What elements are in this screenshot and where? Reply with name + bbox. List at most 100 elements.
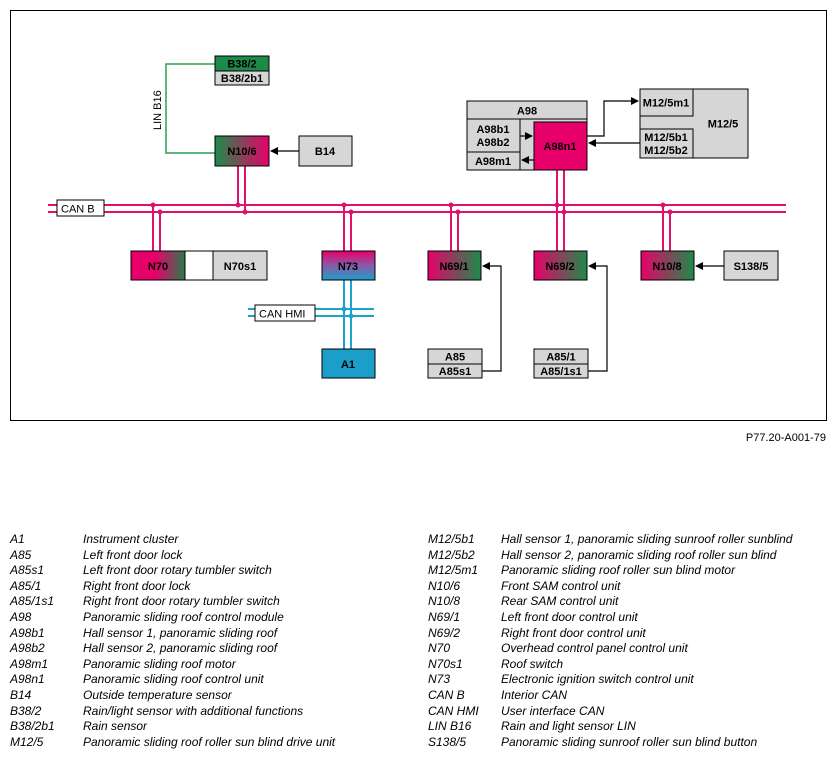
- legend-code: A98b2: [10, 641, 45, 656]
- b14-box: [298, 135, 353, 167]
- a98-label: A98: [517, 106, 537, 118]
- legend-description: Overhead control panel control unit: [501, 641, 688, 656]
- legend-description: Rain sensor: [83, 719, 148, 734]
- legend-code: LIN B16: [428, 719, 472, 734]
- legend-code: M12/5m1: [428, 563, 479, 578]
- legend-code: B14: [10, 687, 32, 702]
- n70s1-box: [212, 250, 268, 281]
- figure-reference-code: P77.20-A001-79: [745, 432, 826, 444]
- legend-description: Hall sensor 1, panoramic sliding roof: [83, 625, 278, 640]
- a85-1s1-to-n69-2-arrow: [588, 262, 608, 372]
- network-diagram: CAN B CAN HMI LIN B16 B38: [10, 10, 827, 421]
- legend-code: A98n1: [10, 672, 45, 687]
- legend-description: Right front door rotary tumbler switch: [83, 594, 280, 609]
- legend-description: Panoramic sliding roof roller sun blind …: [83, 734, 336, 749]
- a85s1-label: A85s1: [439, 366, 471, 378]
- can-hmi-label: CAN HMI: [259, 309, 305, 321]
- n70s1-label: N70s1: [224, 261, 256, 273]
- legend-code: M12/5b1: [428, 532, 475, 546]
- legend-description: Panoramic sliding sunroof roller sun bli…: [501, 734, 758, 749]
- legend-description: Interior CAN: [501, 687, 568, 702]
- legend-description: Panoramic sliding roof control unit: [83, 672, 264, 687]
- can-b-label: CAN B: [61, 204, 95, 216]
- s138-5-label: S138/5: [734, 261, 769, 273]
- m12-5b1-label: M12/5b1: [644, 132, 687, 144]
- a85s1-to-n69-1-arrow: [482, 262, 502, 372]
- legend-right-column: M12/5b1 Hall sensor 1, panoramic sliding …: [428, 532, 792, 750]
- legend-code: B38/2b1: [10, 719, 55, 734]
- legend-code: A85: [10, 547, 32, 562]
- legend-description: Hall sensor 1, panoramic sliding sunroof…: [501, 532, 793, 546]
- can-hmi-label-box: [254, 304, 316, 322]
- legend-code: S138/5: [428, 734, 467, 749]
- legend-description: Hall sensor 2, panoramic sliding roof ro…: [501, 547, 777, 562]
- legend-description: Rear SAM control unit: [501, 594, 619, 609]
- legend-description: Rain and light sensor LIN: [501, 719, 636, 734]
- legend-row: A85/1 Right front door lock: [10, 579, 335, 595]
- legend-code: M12/5: [10, 734, 44, 749]
- a85-label: A85: [445, 352, 465, 364]
- n69-2-label: N69/2: [545, 261, 574, 273]
- legend-row: N73 Electronic ignition switch control un…: [428, 672, 792, 688]
- n69-1-box: [427, 250, 482, 281]
- legend-code: N10/6: [428, 578, 461, 593]
- lin-b16-label: LIN B16: [152, 90, 164, 130]
- n70-box: [130, 250, 186, 281]
- legend-description: Right front door lock: [83, 578, 191, 593]
- legend-row: A98n1 Panoramic sliding roof control unit: [10, 672, 335, 688]
- legend-row: LIN B16 Rain and light sensor LIN: [428, 719, 792, 735]
- legend-code: B38/2: [10, 703, 42, 718]
- legend-code: A85/1s1: [10, 594, 55, 609]
- legend-row: M12/5 Panoramic sliding roof roller sun b…: [10, 735, 335, 751]
- legend-description: Front SAM control unit: [501, 578, 621, 593]
- legend-description: Left front door rotary tumbler switch: [83, 563, 272, 578]
- a98b-box: [466, 118, 521, 153]
- legend-code: N70: [428, 641, 451, 656]
- diagram-frame: [10, 10, 827, 421]
- legend-row: M12/5m1 Panoramic sliding roof roller sun…: [428, 563, 792, 579]
- n70-n70s1-gap: [184, 250, 214, 281]
- n10-6-box: [214, 135, 270, 167]
- legend-code: N69/1: [428, 609, 461, 624]
- b14-label: B14: [315, 146, 336, 158]
- legend-row: B38/2b1 Rain sensor: [10, 719, 335, 735]
- legend-description: Rain/light sensor with additional functi…: [83, 703, 304, 718]
- legend-row: S138/5 Panoramic sliding sunroof roller s…: [428, 735, 792, 751]
- a98n1-box: [533, 121, 588, 171]
- legend-description: Panoramic sliding roof roller sun blind …: [501, 563, 736, 578]
- legend-row: A85/1s1 Right front door rotary tumbler s…: [10, 594, 335, 610]
- legend-description: Right front door control unit: [501, 625, 646, 640]
- can-hmi-junctions: [341, 306, 354, 319]
- m12-5-label: M12/5: [708, 119, 739, 131]
- legend-code: N73: [428, 672, 451, 687]
- b38-2b1-box: [214, 70, 270, 86]
- legend-code: CAN B: [428, 687, 465, 702]
- m12-5m1-label: M12/5m1: [643, 98, 689, 110]
- m12-5m1-box: [639, 88, 694, 117]
- can-b-junctions: [150, 202, 673, 215]
- legend-description: Roof switch: [501, 656, 564, 671]
- s138-5-box: [723, 250, 779, 281]
- n10-8-label: N10/8: [652, 261, 681, 273]
- legend-description: Electronic ignition switch control unit: [501, 672, 694, 687]
- legend-code: N69/2: [428, 625, 461, 640]
- b38-2-label: B38/2: [227, 59, 256, 71]
- legend-code: A98b1: [10, 625, 45, 640]
- legend-row: N69/2 Right front door control unit: [428, 626, 792, 642]
- legend-code: A1: [10, 532, 25, 546]
- legend-row: A98b1 Hall sensor 1, panoramic sliding ro…: [10, 626, 335, 642]
- legend-code: A85/1: [10, 578, 42, 593]
- a98m1-box: [466, 151, 521, 171]
- a1-label: A1: [341, 359, 355, 371]
